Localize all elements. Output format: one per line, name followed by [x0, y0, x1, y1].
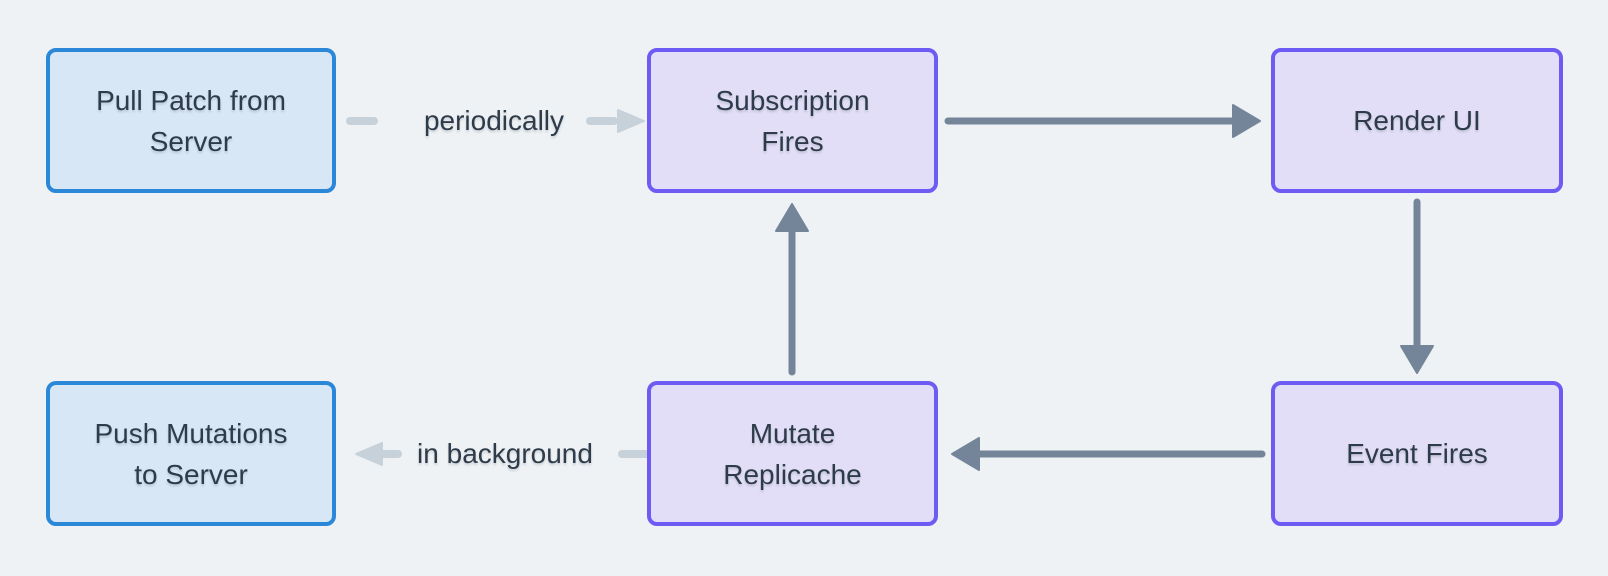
edge-label-periodically: periodically [423, 105, 565, 136]
node-label: Pull Patch from Server [96, 84, 286, 157]
node-mutate-replicache: Mutate Replicache [647, 381, 938, 526]
node-label: Mutate Replicache [723, 417, 862, 490]
node-label: Push Mutations to Server [94, 417, 288, 490]
node-label: Subscription Fires [715, 84, 870, 157]
arrow-mutate-to-subscription [775, 203, 809, 376]
node-pull-patch-from-server: Pull Patch from Server [46, 48, 336, 193]
node-render-ui: Render UI [1271, 48, 1563, 193]
node-label: Event Fires [1346, 438, 1488, 469]
arrow-subscription-to-render [944, 104, 1261, 138]
node-push-mutations-to-server: Push Mutations to Server [46, 381, 336, 526]
arrow-event-to-mutate [951, 437, 1266, 471]
edge-label-in-background: in background [417, 438, 593, 469]
node-label: Render UI [1353, 105, 1481, 136]
node-event-fires: Event Fires [1271, 381, 1563, 526]
arrow-render-to-event [1400, 198, 1434, 374]
node-subscription-fires: Subscription Fires [647, 48, 938, 193]
